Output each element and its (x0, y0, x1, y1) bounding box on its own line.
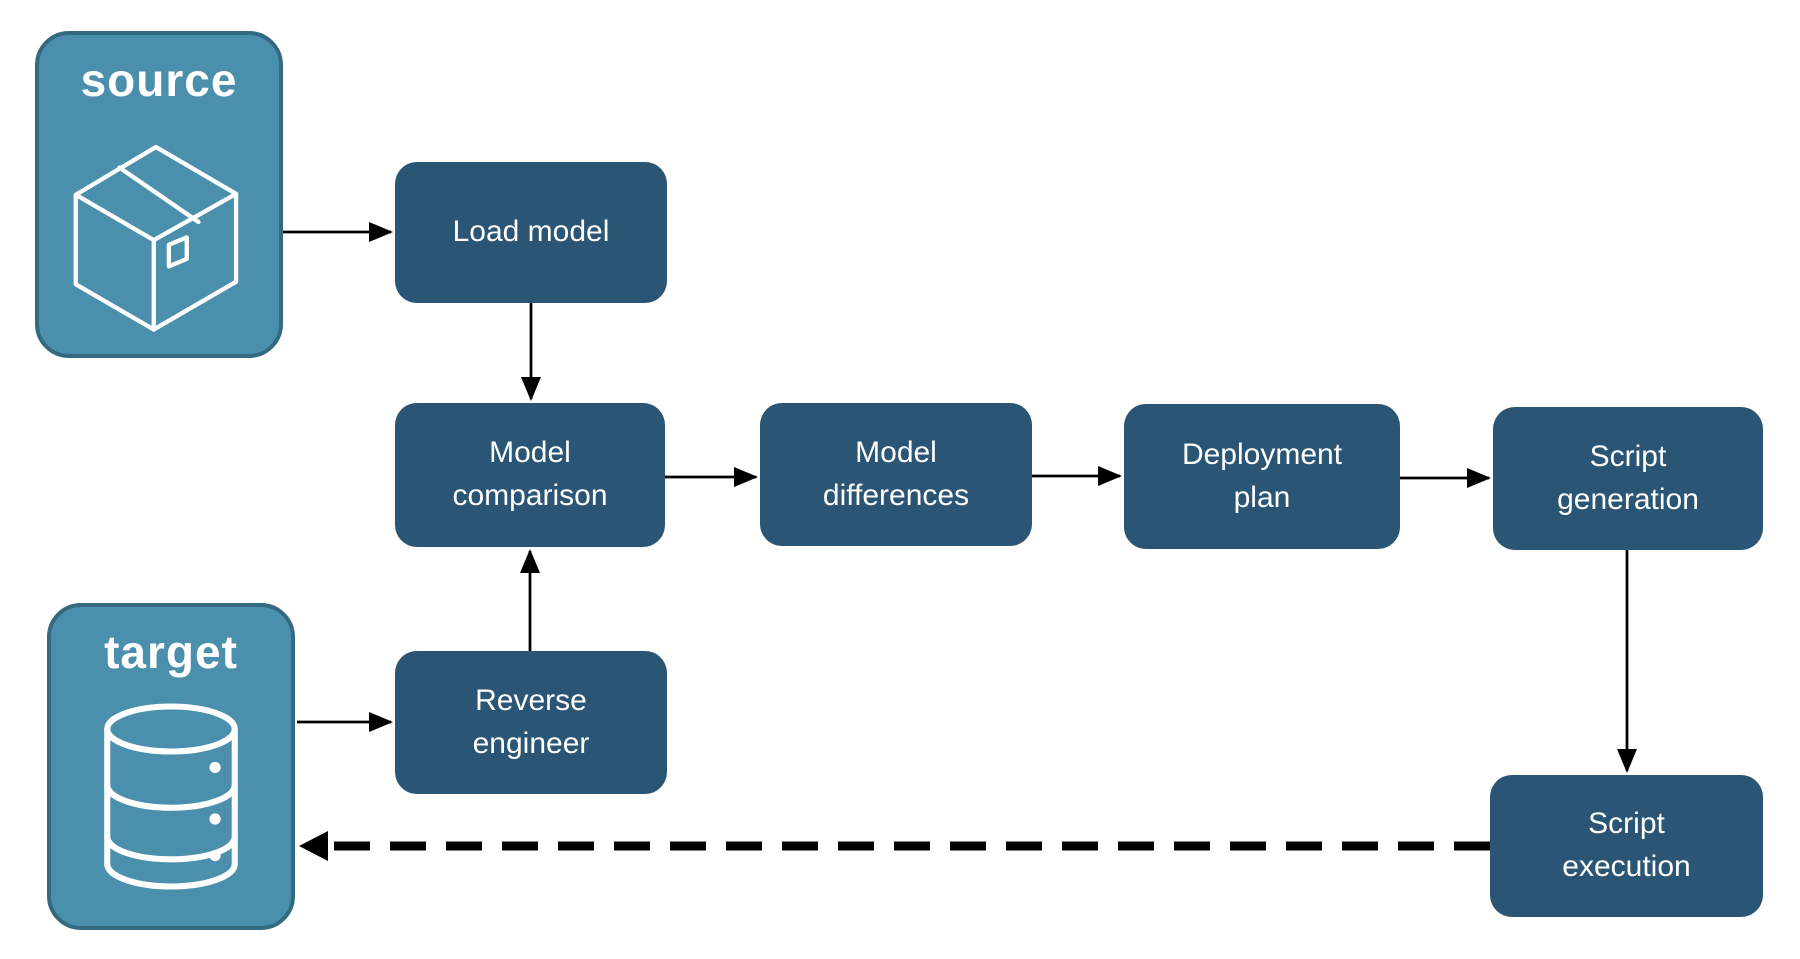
node-target: target (47, 603, 295, 930)
reverse-engineer-label: Reverse engineer (472, 683, 590, 760)
node-model-differences: Model differences (760, 403, 1032, 546)
deployment-plan-label: Deployment plan (1181, 437, 1343, 514)
model-comparison-label: Model comparison (452, 436, 608, 512)
edge-script-execution-target (299, 831, 1490, 861)
database-icon (104, 703, 238, 890)
source-label: source (80, 54, 238, 106)
node-model-comparison: Model comparison (395, 403, 665, 547)
node-deployment-plan: Deployment plan (1124, 404, 1400, 549)
node-script-execution: Script execution (1490, 775, 1763, 917)
script-generation-label: Script generation (1557, 439, 1699, 516)
package-icon (73, 144, 239, 332)
model-differences-label: Model differences (822, 435, 970, 512)
node-load-model: Load model (395, 162, 667, 303)
target-label: target (104, 626, 238, 678)
node-script-generation: Script generation (1493, 407, 1763, 550)
script-execution-label: Script execution (1562, 807, 1691, 883)
node-source: source (35, 31, 283, 358)
load-model-label: Load model (452, 215, 610, 249)
node-reverse-engineer: Reverse engineer (395, 651, 667, 794)
